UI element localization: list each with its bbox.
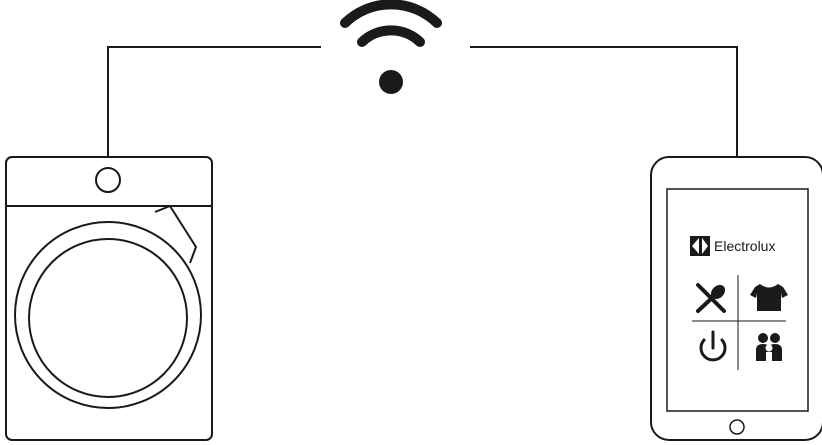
power-icon bbox=[701, 332, 725, 360]
machine-dial bbox=[96, 168, 120, 192]
electrolux-logo: Electrolux bbox=[690, 236, 775, 256]
family-icon bbox=[756, 333, 782, 361]
brand-name: Electrolux bbox=[714, 238, 775, 254]
washing-machine-icon bbox=[6, 157, 212, 440]
cooking-icon bbox=[698, 282, 728, 311]
tablet-home-button bbox=[730, 420, 744, 434]
electrolux-logo-mark bbox=[690, 236, 710, 256]
connection-line-left bbox=[108, 47, 321, 157]
machine-door-inner bbox=[29, 239, 187, 397]
tablet-body bbox=[651, 157, 822, 440]
tablet-icon: Electrolux bbox=[651, 157, 822, 440]
machine-door-handle bbox=[155, 206, 196, 263]
connection-line-right bbox=[470, 47, 737, 157]
wifi-icon bbox=[345, 4, 437, 94]
laundry-shirt-icon bbox=[750, 284, 788, 311]
machine-door-outer bbox=[15, 222, 201, 408]
